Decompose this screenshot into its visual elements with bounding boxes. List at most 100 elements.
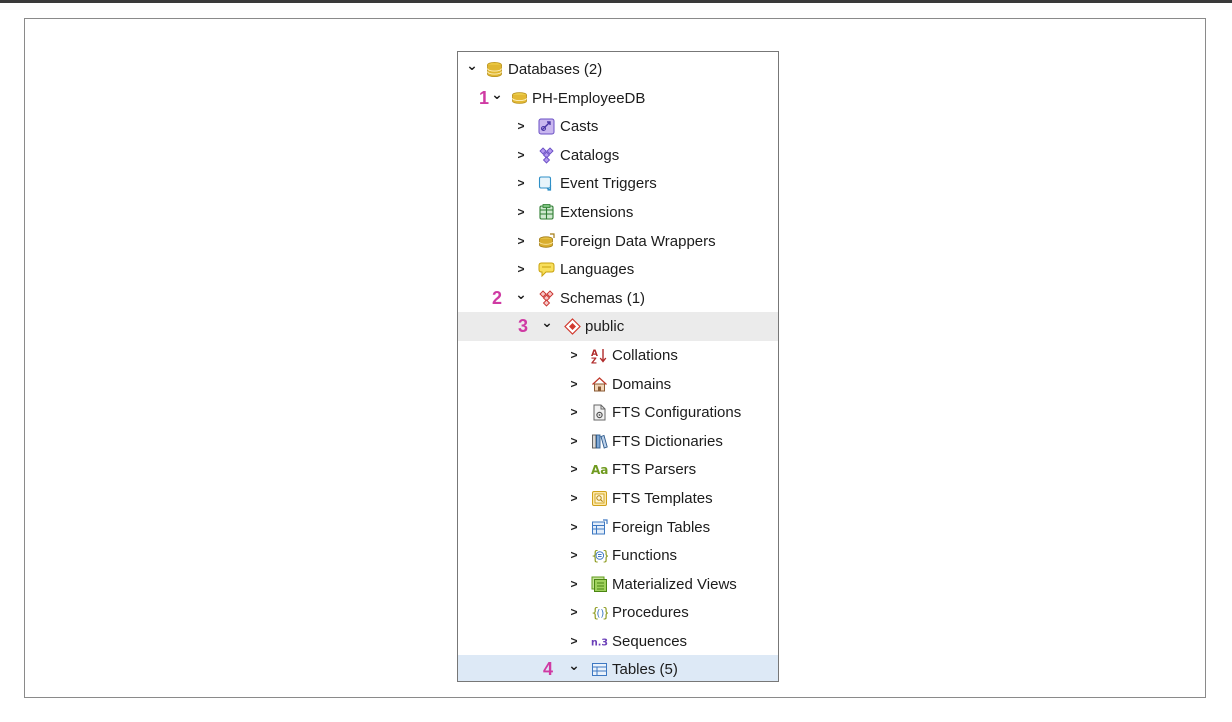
tree-node-label: Functions (612, 547, 678, 565)
chevron-right-icon[interactable] (568, 405, 580, 419)
chevron-down-icon[interactable] (515, 291, 527, 305)
chevron-right-icon[interactable] (568, 348, 580, 362)
tree-node-fts-templates[interactable]: FTS Templates (458, 484, 778, 513)
svg-text:{: { (591, 606, 599, 621)
svg-text:(): () (597, 609, 605, 620)
tree-node-languages[interactable]: Languages (458, 255, 778, 284)
tables-icon (591, 661, 608, 678)
tree-node-label: Databases (2) (508, 61, 603, 78)
chevron-right-icon[interactable] (515, 119, 527, 133)
svg-text:}: } (602, 549, 608, 564)
chevron-right-icon[interactable] (568, 462, 580, 476)
tree-node-label: FTS Configurations (612, 404, 742, 422)
tree-node-label: Procedures (612, 604, 689, 622)
chevron-right-icon[interactable] (568, 577, 580, 591)
chevron-right-icon[interactable] (568, 520, 580, 534)
chevron-right-icon[interactable] (568, 491, 580, 505)
materialized-views-icon (591, 576, 608, 593)
chevron-right-icon[interactable] (568, 548, 580, 562)
step-number: 3 (518, 316, 529, 337)
tree-node-schemas[interactable]: 2 Schemas (1) (458, 284, 778, 313)
object-explorer-tree: Databases (2) 1 PH-EmployeeDB Casts Ca (457, 51, 779, 682)
svg-text:Aa: Aa (591, 463, 608, 477)
tree-node-foreign-tables[interactable]: Foreign Tables (458, 513, 778, 542)
tree-node-label: PH-EmployeeDB (532, 89, 646, 107)
tree-node-label: public (585, 318, 625, 336)
chevron-right-icon[interactable] (568, 434, 580, 448)
tree-node-fts-parsers[interactable]: Aa FTS Parsers (458, 455, 778, 484)
svg-text:Z: Z (591, 356, 597, 364)
tree-node-label: Catalogs (560, 146, 620, 164)
tree-node-label: Foreign Data Wrappers (560, 232, 716, 250)
chevron-down-icon[interactable] (491, 91, 503, 105)
chevron-down-icon[interactable] (541, 319, 553, 333)
tree-node-label: Collations (612, 346, 678, 364)
chevron-right-icon[interactable] (568, 605, 580, 619)
step-number: 2 (492, 287, 503, 308)
chevron-right-icon[interactable] (515, 148, 527, 162)
chevron-right-icon[interactable] (515, 176, 527, 190)
foreign-data-wrappers-icon (538, 232, 555, 250)
event-triggers-icon (538, 175, 555, 192)
tree-node-event-triggers[interactable]: Event Triggers (458, 169, 778, 198)
step-number: 4 (543, 659, 554, 680)
top-border (0, 0, 1232, 3)
chevron-right-icon[interactable] (515, 234, 527, 248)
sequences-icon: n.3 (591, 633, 608, 650)
tree-node-functions[interactable]: {} Functions (458, 541, 778, 570)
tree-node-database[interactable]: 1 PH-EmployeeDB (458, 84, 778, 113)
svg-text:{: { (591, 549, 599, 564)
tree-node-label: Event Triggers (560, 175, 657, 193)
tree-node-foreign-data-wrappers[interactable]: Foreign Data Wrappers (458, 227, 778, 256)
tree-node-fts-dictionaries[interactable]: FTS Dictionaries (458, 427, 778, 456)
fts-configurations-icon (591, 404, 608, 421)
database-stack-icon (486, 61, 503, 78)
chevron-right-icon[interactable] (568, 634, 580, 648)
svg-text:}: } (602, 606, 608, 621)
chevron-right-icon[interactable] (515, 262, 527, 276)
casts-icon (538, 118, 555, 135)
svg-text:A: A (591, 349, 598, 359)
tree-node-label: FTS Dictionaries (612, 432, 723, 450)
catalogs-icon (538, 147, 555, 164)
chevron-right-icon[interactable] (568, 377, 580, 391)
procedures-icon: {}() (591, 604, 610, 621)
tree-node-domains[interactable]: Domains (458, 370, 778, 399)
schemas-icon (538, 290, 555, 307)
tree-node-fts-configurations[interactable]: FTS Configurations (458, 398, 778, 427)
step-number: 1 (479, 87, 490, 108)
schema-public-icon (564, 318, 581, 336)
tree-node-label: Tables (5) (612, 661, 678, 679)
tree-node-label: Materialized Views (612, 575, 737, 593)
fts-parsers-icon: Aa (591, 461, 608, 478)
tree-node-label: Sequences (612, 632, 688, 650)
chevron-down-icon[interactable] (466, 62, 478, 76)
tree-node-label: Extensions (560, 203, 634, 221)
chevron-down-icon[interactable] (568, 662, 580, 676)
chevron-right-icon[interactable] (515, 205, 527, 219)
tree-node-label: Foreign Tables (612, 518, 711, 536)
foreign-tables-icon (591, 518, 608, 536)
fts-templates-icon (591, 490, 608, 507)
tree-node-tables[interactable]: 4 Tables (5) (458, 655, 778, 681)
svg-text:n.3: n.3 (591, 637, 608, 648)
functions-icon: {} (591, 547, 610, 564)
tree-node-sequences[interactable]: n.3 Sequences (458, 627, 778, 656)
extensions-icon (538, 204, 555, 221)
tree-node-databases[interactable]: Databases (2) (458, 55, 778, 84)
tree-node-schema-public[interactable]: 3 public (458, 312, 778, 341)
tree-node-label: FTS Parsers (612, 461, 697, 479)
tree-node-catalogs[interactable]: Catalogs (458, 141, 778, 170)
domains-icon (591, 376, 608, 393)
tree-node-casts[interactable]: Casts (458, 112, 778, 141)
tree-node-label: Schemas (1) (560, 289, 646, 307)
tree-node-procedures[interactable]: {}() Procedures (458, 598, 778, 627)
tree-node-extensions[interactable]: Extensions (458, 198, 778, 227)
tree-node-label: Casts (560, 118, 599, 136)
tree-node-label: Languages (560, 261, 635, 279)
tree-node-collations[interactable]: AZ Collations (458, 341, 778, 370)
fts-dictionaries-icon (591, 433, 608, 450)
tree-node-label: FTS Templates (612, 489, 713, 507)
tree-node-materialized-views[interactable]: Materialized Views (458, 570, 778, 599)
